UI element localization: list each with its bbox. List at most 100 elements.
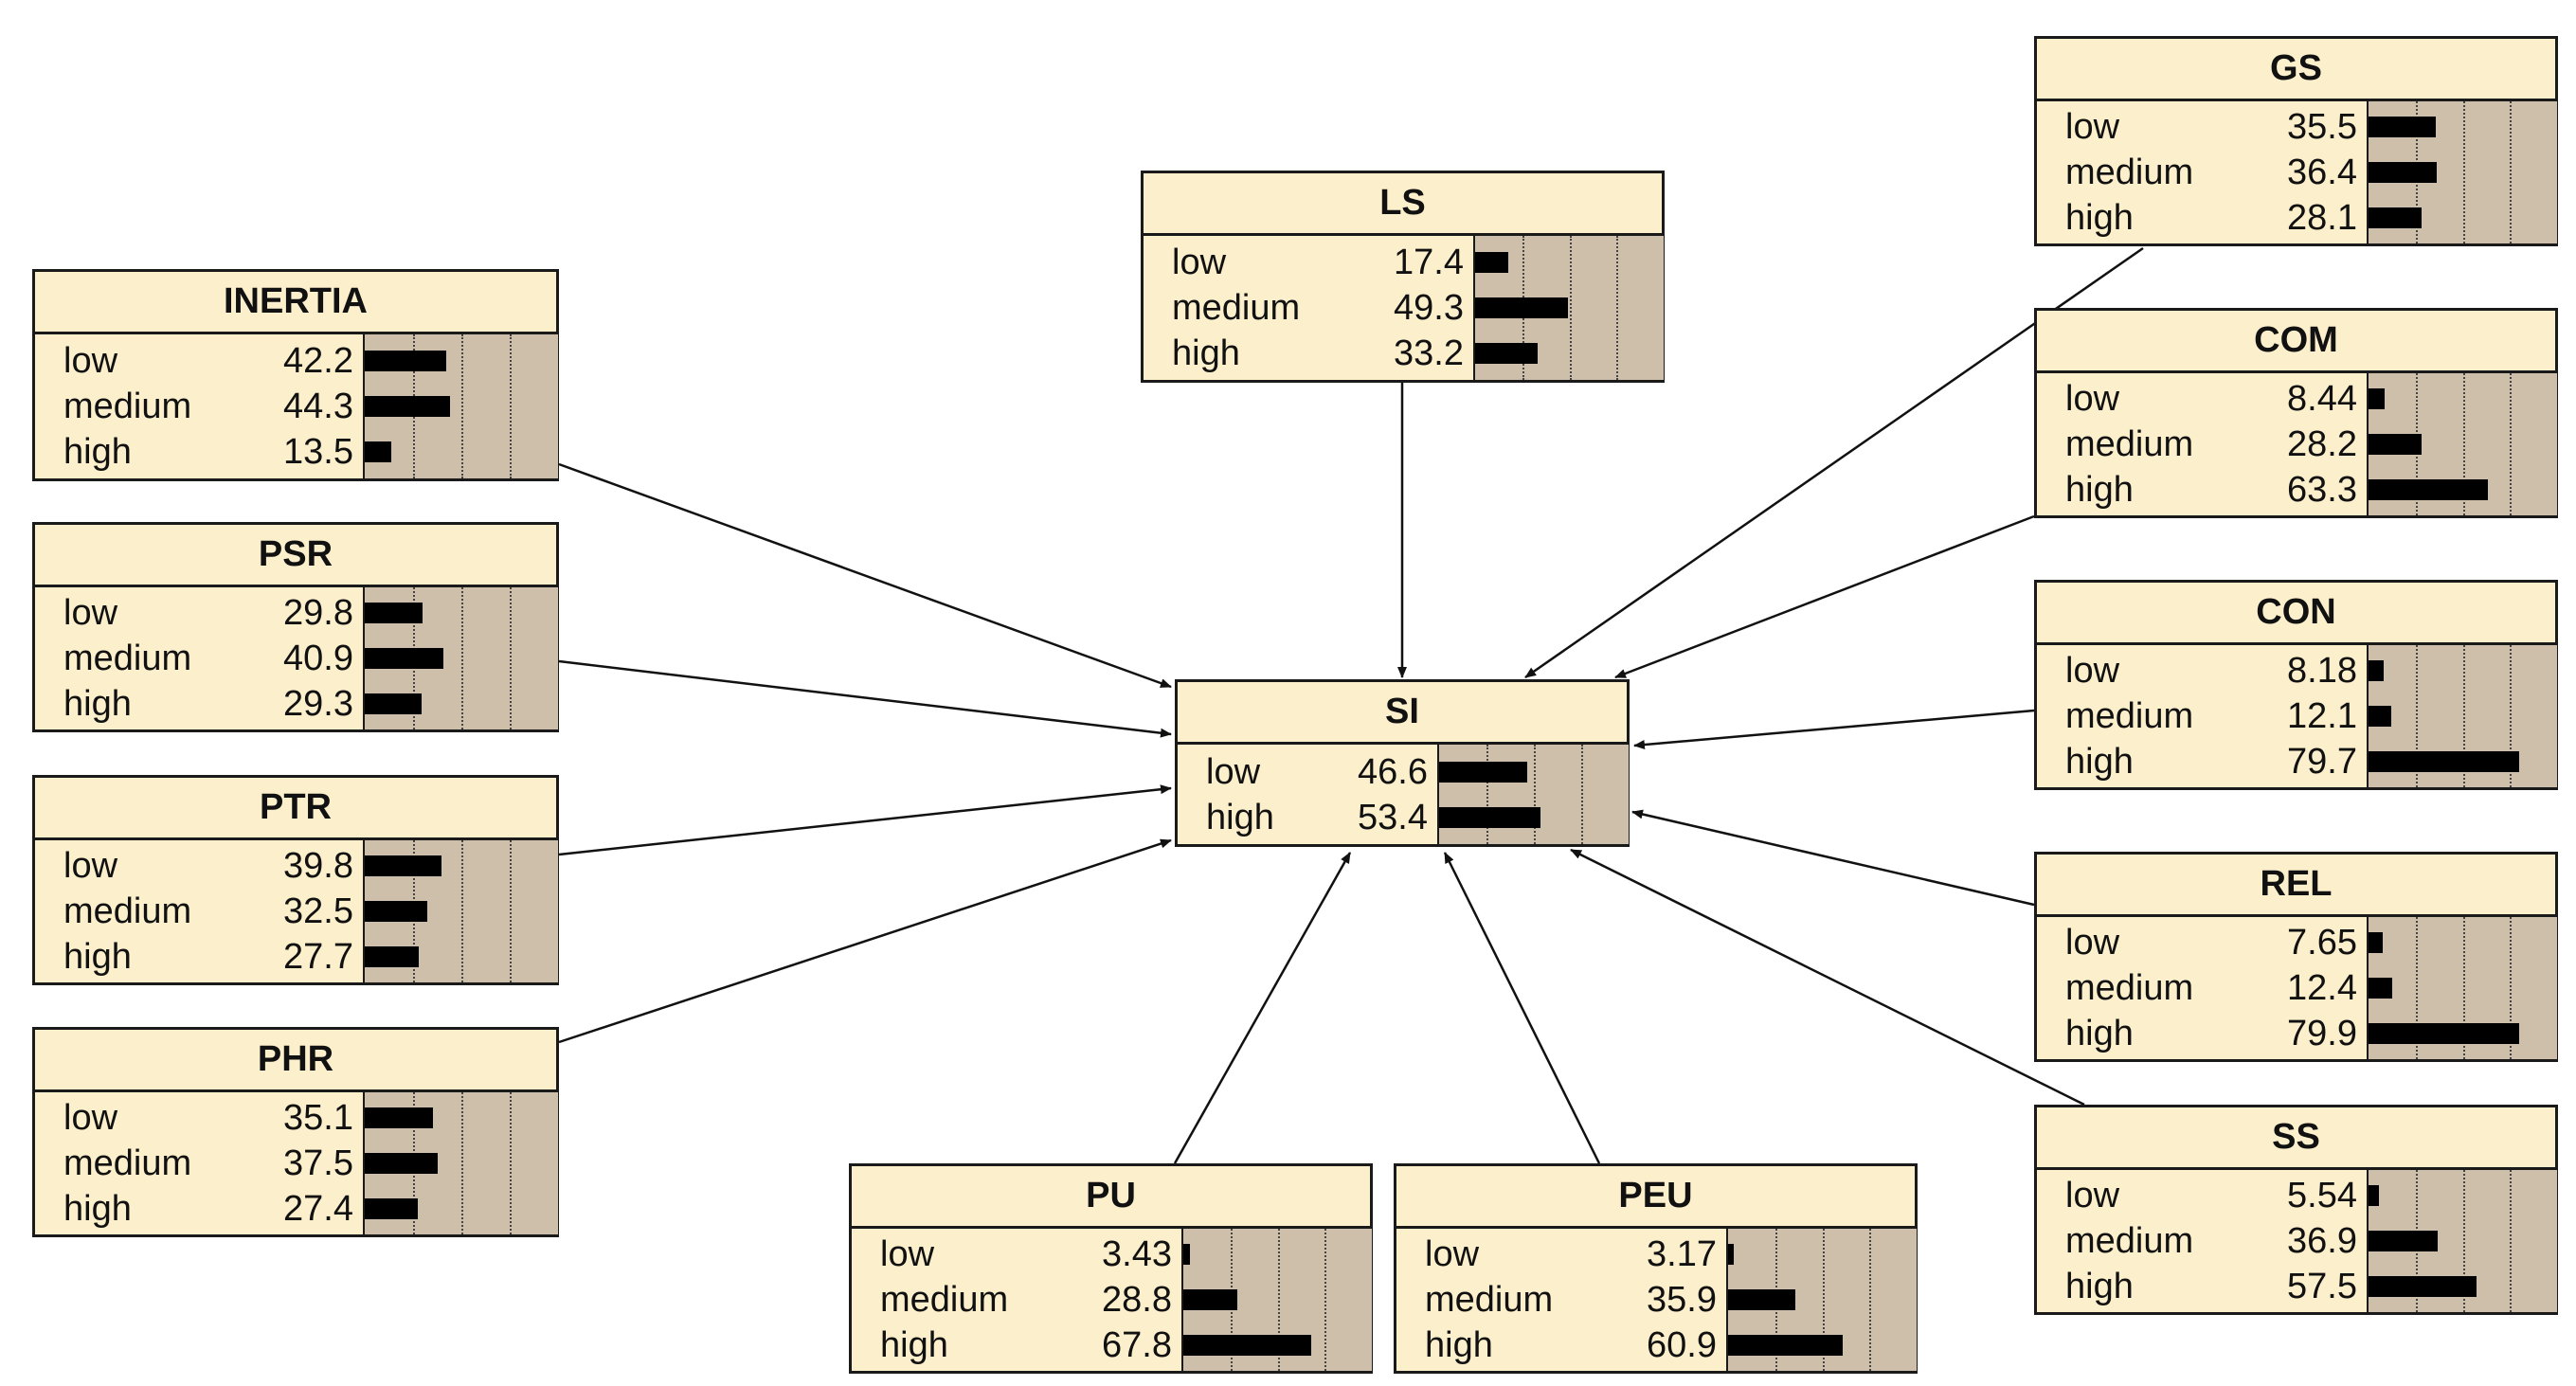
state-label: high bbox=[1172, 333, 1240, 373]
state-probability: 8.44 bbox=[2287, 379, 2357, 419]
probability-bar bbox=[1183, 1289, 1238, 1310]
probability-bar bbox=[1475, 252, 1508, 273]
probability-bar bbox=[1728, 1335, 1844, 1356]
probability-bar bbox=[2369, 207, 2422, 228]
probability-bar bbox=[1183, 1244, 1190, 1265]
state-probability: 53.4 bbox=[1358, 797, 1428, 837]
probability-bar bbox=[365, 441, 391, 462]
state-probability: 35.1 bbox=[283, 1098, 353, 1138]
state-probability: 8.18 bbox=[2287, 651, 2357, 691]
state-label: high bbox=[2065, 198, 2134, 238]
state-label: high bbox=[2065, 742, 2134, 782]
state-probability: 79.7 bbox=[2287, 742, 2357, 782]
edge-psr-to-si bbox=[558, 659, 1172, 738]
state-probability: 35.5 bbox=[2287, 107, 2357, 147]
state-probability: 13.5 bbox=[283, 432, 353, 472]
probability-bar bbox=[2369, 1023, 2519, 1044]
probability-bar bbox=[365, 855, 442, 876]
probability-bar bbox=[2369, 660, 2385, 681]
state-label: medium bbox=[2065, 968, 2194, 1008]
probability-bar bbox=[2369, 117, 2436, 137]
grid-line bbox=[2462, 917, 2465, 1059]
node-title: GS bbox=[2037, 39, 2555, 101]
node-title: PEU bbox=[1396, 1166, 1915, 1229]
state-probability: 27.4 bbox=[283, 1189, 353, 1229]
state-label: low bbox=[1206, 751, 1261, 792]
probability-bar bbox=[1439, 806, 1540, 828]
probability-bar bbox=[365, 1153, 438, 1174]
probability-bar bbox=[365, 946, 419, 967]
state-label: high bbox=[63, 1189, 132, 1229]
state-label: low bbox=[63, 846, 118, 886]
grid-line bbox=[461, 587, 463, 729]
state-label: medium bbox=[63, 891, 192, 931]
state-label: medium bbox=[63, 639, 192, 678]
state-label: low bbox=[63, 593, 118, 633]
state-label: low bbox=[2065, 379, 2120, 419]
state-label: low bbox=[2065, 107, 2120, 147]
grid-line bbox=[2462, 101, 2465, 243]
probability-bar bbox=[1475, 343, 1539, 364]
state-probability: 12.4 bbox=[2287, 968, 2357, 1008]
state-row-low: low 35.5 bbox=[2037, 104, 2555, 150]
node-title: CON bbox=[2037, 583, 2555, 645]
edge-peu-to-si bbox=[1443, 852, 1601, 1164]
node-title: SI bbox=[1178, 682, 1627, 745]
state-probability: 12.1 bbox=[2287, 696, 2357, 736]
state-label: high bbox=[63, 432, 132, 472]
state-label: low bbox=[1425, 1234, 1480, 1274]
grid-line bbox=[2415, 917, 2418, 1059]
grid-line bbox=[1869, 1229, 1872, 1371]
probability-bar bbox=[365, 901, 428, 922]
state-probability: 27.7 bbox=[283, 937, 353, 977]
state-probability: 35.9 bbox=[1647, 1280, 1717, 1320]
probability-bar bbox=[365, 351, 447, 371]
probability-bar bbox=[365, 648, 444, 669]
probability-bar bbox=[1183, 1335, 1311, 1356]
grid-line bbox=[461, 840, 463, 982]
state-label: low bbox=[2065, 651, 2120, 691]
grid-line bbox=[2510, 645, 2513, 787]
grid-line bbox=[1534, 745, 1536, 844]
node-title: PU bbox=[852, 1166, 1370, 1229]
probability-bar bbox=[1728, 1289, 1796, 1310]
probability-bar bbox=[2369, 978, 2392, 999]
state-label: high bbox=[2065, 470, 2134, 510]
edge-con-to-si bbox=[1633, 709, 2035, 750]
state-label: low bbox=[63, 1098, 118, 1138]
probability-bar bbox=[1728, 1244, 1735, 1265]
state-label: low bbox=[2065, 1176, 2120, 1215]
state-probability: 28.8 bbox=[1102, 1280, 1172, 1320]
node-title: REL bbox=[2037, 855, 2555, 917]
grid-line bbox=[2510, 101, 2513, 243]
state-probability: 33.2 bbox=[1394, 333, 1464, 373]
